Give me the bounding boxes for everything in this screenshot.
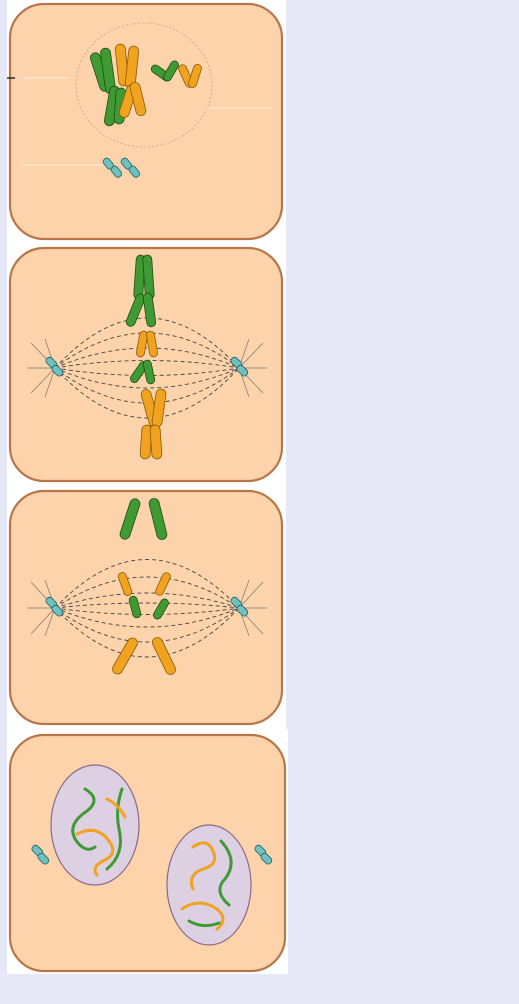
telophase-panel [7,729,288,974]
daughter-nucleus-right [167,825,251,945]
metaphase-panel [7,243,286,486]
anaphase-cell-illustration [7,486,286,729]
metaphase-cell-illustration [7,243,286,486]
cell-membrane [10,4,282,239]
anaphase-panel [7,486,286,729]
prophase-panel [7,0,286,243]
daughter-nucleus-left [51,765,139,885]
prophase-cell-illustration [7,0,286,243]
telophase-cell-illustration [7,729,288,974]
